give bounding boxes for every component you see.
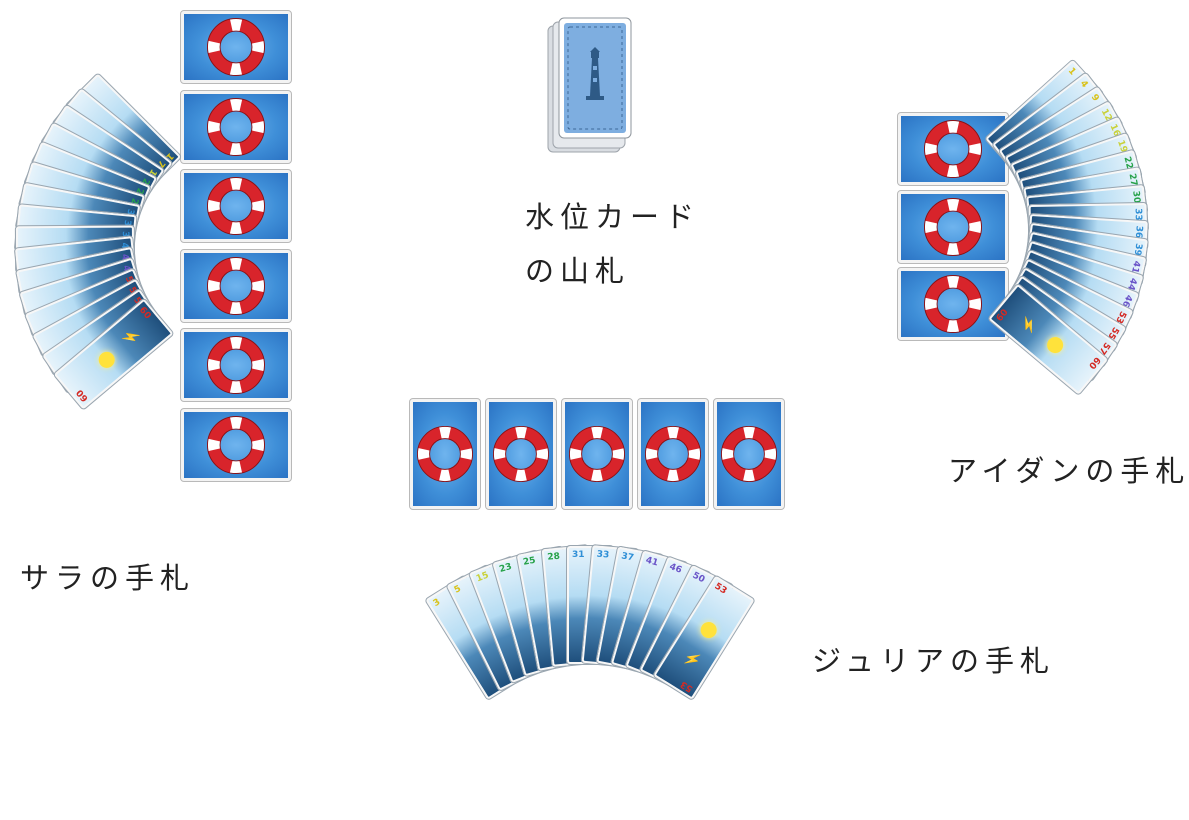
card-number: 15 xyxy=(475,570,491,585)
card-number: 31 xyxy=(572,550,585,560)
lifebuoy-icon xyxy=(207,256,265,315)
lifebuoy-icon xyxy=(207,18,265,76)
lifebuoy-icon xyxy=(207,415,265,474)
sara-lifebuoy-card[interactable] xyxy=(180,89,292,164)
card-number: 25 xyxy=(522,555,537,568)
card-number: 33 xyxy=(1132,208,1143,221)
aidan-lifebuoy-card[interactable] xyxy=(897,189,1009,264)
draw-pile-label-line2: の山札 xyxy=(525,254,631,288)
lightning-icon: ⚡ xyxy=(1016,312,1040,337)
water-level-deck[interactable] xyxy=(545,16,635,156)
card-number: 60 xyxy=(994,308,1011,325)
sara-lifebuoy-card[interactable] xyxy=(180,10,292,84)
card-number: 30 xyxy=(1130,190,1142,204)
sara-hand-label: サラの手札 xyxy=(20,561,196,595)
card-number: 60 xyxy=(136,304,153,321)
lifebuoy-icon xyxy=(207,177,265,235)
julia-lifebuoy-card[interactable] xyxy=(637,398,709,510)
card-number: 3 xyxy=(431,597,443,610)
julia-hand-label: ジュリアの手札 xyxy=(812,644,1055,678)
card-number: 50 xyxy=(690,570,707,586)
card-number: 60 xyxy=(74,387,91,404)
draw-pile-label-line1: 水位カード xyxy=(525,200,701,234)
card-number: 28 xyxy=(546,551,561,563)
lightning-icon: ⚡ xyxy=(680,648,704,672)
lifebuoy-icon xyxy=(417,426,473,482)
card-number: 53 xyxy=(679,678,696,694)
lifebuoy-icon xyxy=(207,336,265,394)
aidan-lifebuoy-card[interactable] xyxy=(897,112,1009,186)
sara-lifebuoy-card[interactable] xyxy=(180,328,292,402)
sara-lifebuoy-card[interactable] xyxy=(180,248,292,323)
card-number: 53 xyxy=(712,581,729,597)
card-number: 23 xyxy=(498,561,514,576)
lifebuoy-icon xyxy=(924,275,982,333)
card-number: 1 xyxy=(1065,66,1078,78)
lifebuoy-icon xyxy=(721,426,777,482)
julia-lifebuoy-card[interactable] xyxy=(409,398,481,510)
sara-lifebuoy-card[interactable] xyxy=(180,407,292,482)
lifebuoy-icon xyxy=(493,426,549,482)
julia-lifebuoy-card[interactable] xyxy=(485,398,557,510)
card-number: 60 xyxy=(1086,354,1102,371)
julia-lifebuoy-card[interactable] xyxy=(561,398,633,510)
lightning-icon: ⚡ xyxy=(119,324,144,349)
lifebuoy-icon xyxy=(569,426,625,482)
card-number: 33 xyxy=(596,549,610,561)
sun-icon xyxy=(697,619,720,642)
card-number: 5 xyxy=(452,583,463,596)
julia-lifebuoy-card[interactable] xyxy=(713,398,785,510)
lighthouse-icon xyxy=(586,47,604,100)
lifebuoy-icon xyxy=(645,426,701,482)
lifebuoy-icon xyxy=(924,120,982,178)
card-number: 46 xyxy=(667,561,684,576)
aidan-hand-label: アイダンの手札 xyxy=(948,454,1189,488)
sun-icon xyxy=(95,348,118,372)
lifebuoy-icon xyxy=(924,197,982,256)
aidan-lifebuoy-card[interactable] xyxy=(897,267,1009,341)
card-number: 37 xyxy=(620,551,635,564)
sun-icon xyxy=(1043,333,1067,357)
card-number: 36 xyxy=(1132,225,1144,239)
card-number: 41 xyxy=(644,555,660,569)
lifebuoy-icon xyxy=(207,97,265,156)
card-number: 9 xyxy=(1088,92,1101,104)
card-number: 4 xyxy=(1077,78,1090,90)
sara-lifebuoy-card[interactable] xyxy=(180,169,292,243)
